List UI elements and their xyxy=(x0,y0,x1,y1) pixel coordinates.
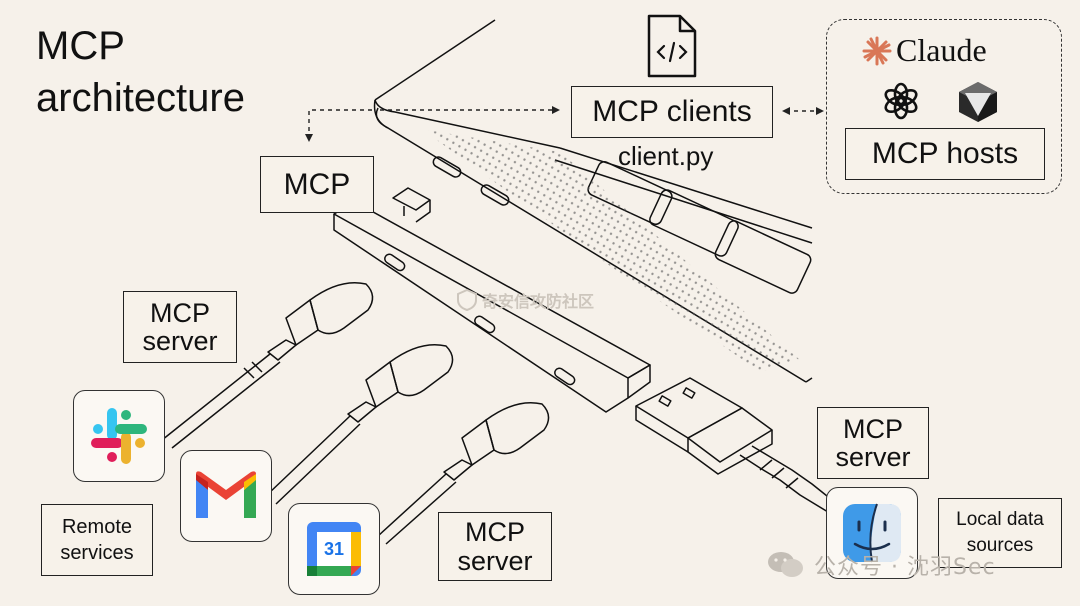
mcp-server-box-bottom: MCP server xyxy=(438,512,552,581)
mcp-server-box-right: MCP server xyxy=(817,407,929,479)
mcp-server-box-top: MCP server xyxy=(123,291,237,363)
mcp-label: MCP xyxy=(283,167,351,201)
mcp-clients-label: MCP clients xyxy=(592,95,752,129)
usb-a-housing xyxy=(687,407,773,463)
google-calendar-icon xyxy=(307,522,361,576)
corner-watermark: 公众号 · 沈羽Sec xyxy=(766,549,996,581)
client-file-label: client.py xyxy=(618,141,714,171)
laptop xyxy=(373,19,813,383)
laptop-deck-top xyxy=(374,99,561,149)
arrowheads xyxy=(305,106,824,142)
wechat-icon xyxy=(768,552,803,577)
calendar-day: 31 xyxy=(323,538,345,559)
local-line-2: sources xyxy=(966,535,1034,556)
key xyxy=(649,189,739,257)
server-line-2: server xyxy=(457,545,533,576)
finder-icon xyxy=(843,503,901,563)
claude-wordmark: Claude xyxy=(896,32,987,68)
laptop-port xyxy=(480,184,510,206)
calendar-tile: 31 xyxy=(288,503,380,595)
server-line-2: server xyxy=(835,442,911,472)
usb-hub xyxy=(333,187,833,513)
hub-body-end xyxy=(627,364,651,399)
mcp-box: MCP xyxy=(260,156,374,213)
laptop-port xyxy=(432,156,462,178)
mcp-hosts-group xyxy=(826,19,1062,194)
finder-tile xyxy=(826,487,918,579)
key xyxy=(714,220,812,294)
remote-line-1: Remote xyxy=(61,516,133,538)
hub-port xyxy=(474,315,496,334)
cursor-logo-icon xyxy=(959,82,997,122)
gmail-tile xyxy=(180,450,272,542)
center-watermark: 奇安信攻防社区 xyxy=(456,288,594,312)
remote-services-box: Remote services xyxy=(41,504,153,576)
hub-body-front xyxy=(333,214,629,413)
hub-plug-top xyxy=(415,200,431,223)
laptop-lid-edge xyxy=(374,19,496,101)
corner-watermark-text: 公众号 · 沈羽Sec xyxy=(814,555,996,580)
mcp-clients-box: MCP clients xyxy=(571,86,773,138)
laptop-speaker-grille xyxy=(415,128,800,372)
shield-logo-icon xyxy=(457,289,477,311)
laptop-front-lower xyxy=(375,107,389,129)
slack-logo-icon xyxy=(91,408,147,464)
server-line-1: MCP xyxy=(843,413,903,444)
claude-logo: Claude xyxy=(862,32,987,69)
title-line-1: MCP xyxy=(36,24,125,68)
hub-port xyxy=(384,253,406,272)
title-line-2: architecture xyxy=(36,76,245,120)
remote-line-2: services xyxy=(60,542,134,564)
key-strip xyxy=(559,147,813,229)
page-title: MCP architecture xyxy=(36,20,245,124)
arrow-laptop-to-mcp xyxy=(308,109,372,136)
local-line-1: Local data xyxy=(956,509,1044,531)
laptop-right-edge xyxy=(805,377,813,383)
gmail-logo-icon xyxy=(196,471,256,518)
usb-a-plug xyxy=(635,406,689,453)
openai-logo-icon xyxy=(884,82,918,120)
slack-tile xyxy=(73,390,165,482)
usb-a-cable xyxy=(751,445,833,501)
server-line-1: MCP xyxy=(465,517,525,548)
claude-logo-icon xyxy=(862,36,892,65)
usb-c-cables xyxy=(161,282,550,545)
hub-port xyxy=(554,367,576,386)
center-watermark-text: 奇安信攻防社区 xyxy=(482,292,595,311)
dashed-connectors xyxy=(308,109,820,136)
usb-a-cable xyxy=(739,454,829,513)
mcp-hosts-label: MCP hosts xyxy=(871,137,1019,171)
code-file-icon xyxy=(647,14,697,78)
key-strip xyxy=(554,159,813,244)
local-data-box: Local data sources xyxy=(938,498,1062,568)
server-line-2: server xyxy=(142,326,218,356)
server-line-1: MCP xyxy=(150,297,210,328)
mcp-hosts-box: MCP hosts xyxy=(845,128,1045,180)
hub-plug-top xyxy=(392,187,431,211)
